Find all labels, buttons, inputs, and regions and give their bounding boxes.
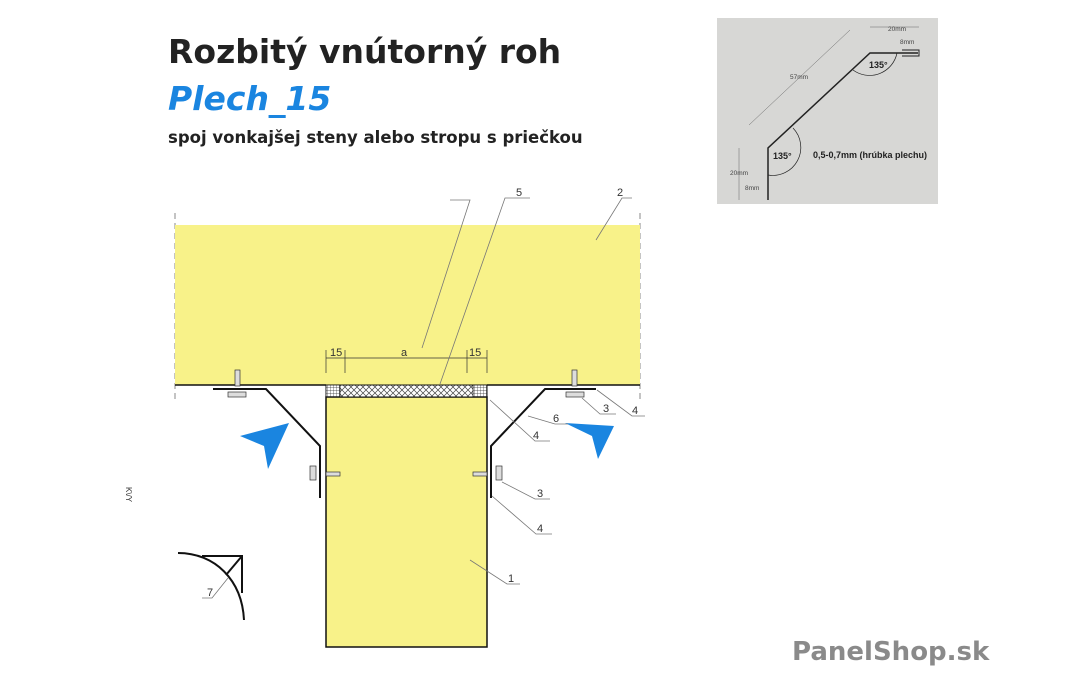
part-label: 1	[508, 573, 514, 585]
ceiling-panel	[175, 225, 640, 385]
arrow-right-icon	[565, 423, 614, 459]
logo: PanelShop.sk	[792, 637, 990, 667]
part-label: 4	[533, 430, 539, 442]
part-label: 3	[603, 403, 609, 415]
part-label: 4	[537, 523, 543, 535]
inset-top-hem: 8mm	[900, 39, 914, 46]
inset-angle-bottom: 135°	[773, 151, 792, 161]
screw-icon	[227, 369, 585, 481]
inset-top-width: 20mm	[888, 26, 906, 33]
description: spoj vonkajšej steny alebo stropu s prie…	[168, 128, 583, 147]
dim-right: 15	[469, 347, 481, 359]
part-label: 6	[553, 413, 559, 425]
seal-band	[325, 384, 488, 398]
part-label: 7	[207, 587, 213, 599]
part-label: 3	[537, 488, 543, 500]
page-title: Rozbitý vnútorný roh	[168, 32, 561, 71]
profile-inset: 20mm 8mm 57mm 135° 135° 20mm 8mm 0,5-0,7…	[717, 18, 938, 204]
part-label: 5	[516, 187, 522, 199]
partition-panel	[325, 396, 488, 648]
arrow-left-icon	[240, 423, 289, 469]
inset-thickness: 0,5-0,7mm (hrúbka plechu)	[813, 150, 927, 160]
left-flashing	[213, 388, 321, 498]
right-flashing	[490, 388, 596, 498]
dim-middle: a	[401, 347, 408, 359]
dimension-line	[325, 350, 488, 373]
part-label: 4	[632, 405, 638, 417]
corner-profile-detail	[177, 552, 245, 621]
inset-bottom-hem: 8mm	[745, 185, 759, 192]
inset-diagonal: 57mm	[790, 74, 808, 81]
side-mark: K\/Y	[124, 487, 133, 503]
inset-angle-top: 135°	[869, 60, 888, 70]
part-label: 2	[617, 187, 623, 199]
dim-left: 15	[330, 347, 342, 359]
inset-bottom-height: 20mm	[730, 170, 748, 177]
product-code: Plech_15	[168, 79, 331, 118]
